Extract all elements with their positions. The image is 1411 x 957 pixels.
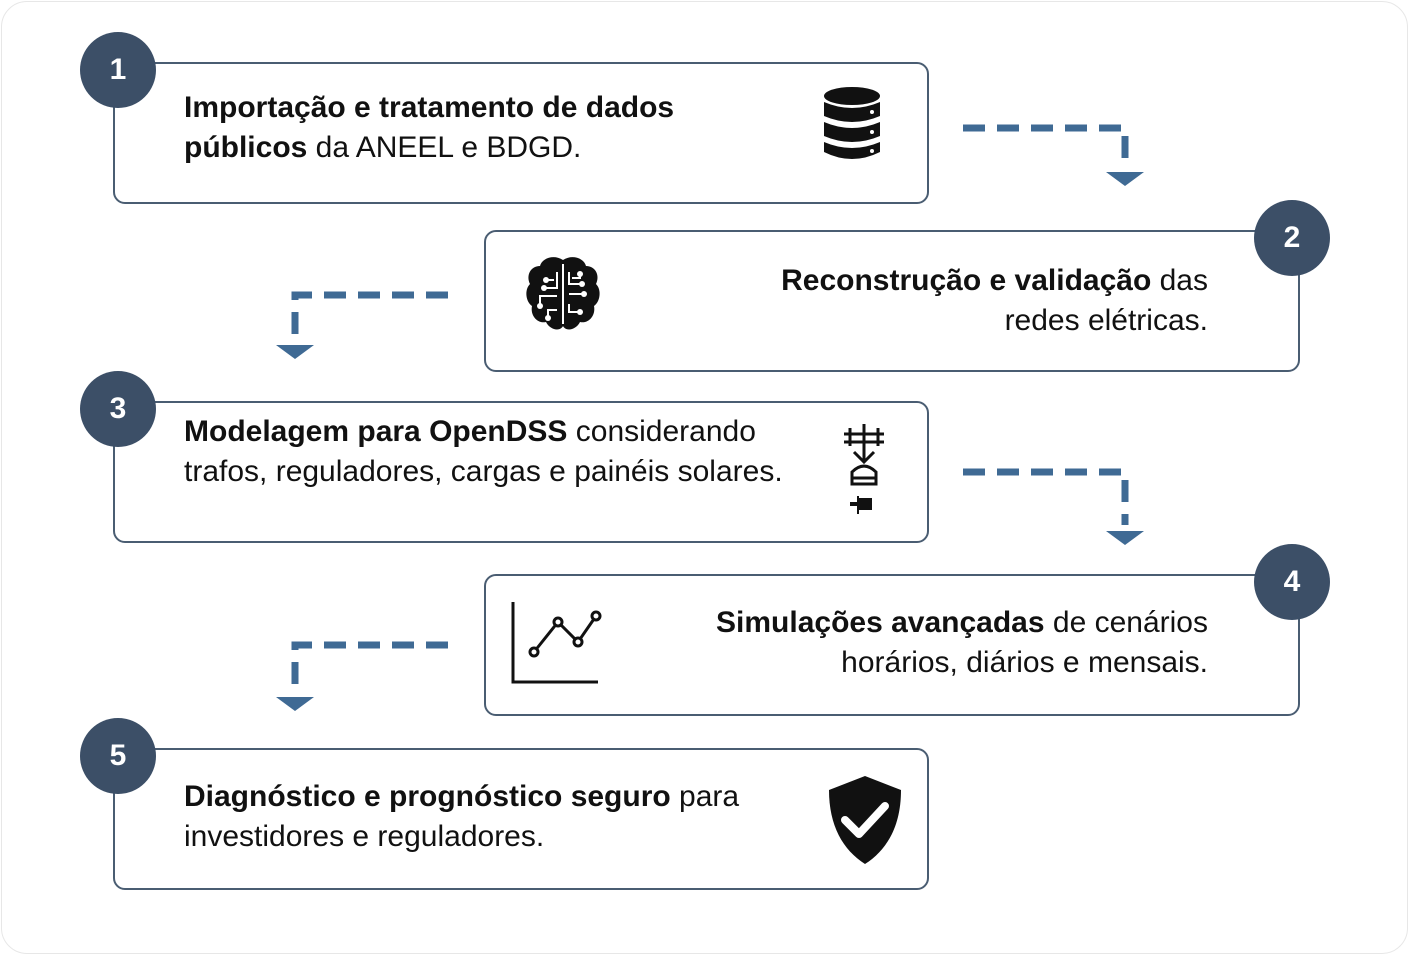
database-icon	[824, 87, 880, 159]
arrow-4-to-5	[291, 641, 448, 690]
arrowhead-2	[276, 345, 314, 359]
arrow-2-to-3	[291, 291, 448, 340]
step-2-rest: das redes elétricas.	[1004, 264, 1208, 337]
step-card-1	[113, 62, 929, 204]
step-4-text: Simulações avançadas de cenários horário…	[640, 603, 1208, 682]
step-5-rest: para investidores e reguladores.	[184, 780, 740, 853]
shield-check-icon	[829, 776, 901, 864]
step-badge-3: 3	[80, 371, 156, 447]
step-card-4	[484, 574, 1300, 716]
arrow-3-to-4	[963, 468, 1129, 525]
arrowhead-4	[276, 697, 314, 711]
arrow-1-to-2	[963, 124, 1129, 168]
arrowhead-1	[1106, 172, 1144, 186]
line-chart-icon	[511, 602, 602, 684]
step-1-bold: Importação e tratamento de dados público…	[184, 91, 675, 164]
step-2-text: Reconstrução e validação das redes elétr…	[700, 261, 1208, 340]
step-badge-5: 5	[80, 718, 156, 794]
step-badge-1: 1	[80, 32, 156, 108]
step-2-bold: Reconstrução e validação	[781, 264, 1152, 297]
step-card-5	[113, 748, 929, 890]
step-1-text: Importação e tratamento de dados público…	[184, 88, 784, 167]
step-3-text: Modelagem para OpenDSS considerando traf…	[184, 412, 809, 491]
step-3-bold: Modelagem para OpenDSS	[184, 415, 568, 448]
step-1-rest: da ANEEL e BDGD.	[307, 130, 582, 164]
arrowhead-3	[1106, 531, 1144, 545]
brain-circuit-icon	[526, 257, 600, 330]
step-5-bold: Diagnóstico e prognóstico seguro	[184, 780, 671, 813]
step-badge-2: 2	[1254, 200, 1330, 276]
step-card-2	[484, 230, 1300, 372]
step-4-rest: de cenários horários, diários e mensais.	[841, 606, 1208, 679]
step-badge-4: 4	[1254, 544, 1330, 620]
step-5-text: Diagnóstico e prognóstico seguro para in…	[184, 777, 764, 856]
step-card-3	[113, 401, 929, 543]
step-3-rest: considerando trafos, reguladores, cargas…	[184, 415, 783, 488]
grid-components-icon	[844, 424, 884, 514]
step-4-bold: Simulações avançadas	[716, 606, 1045, 639]
